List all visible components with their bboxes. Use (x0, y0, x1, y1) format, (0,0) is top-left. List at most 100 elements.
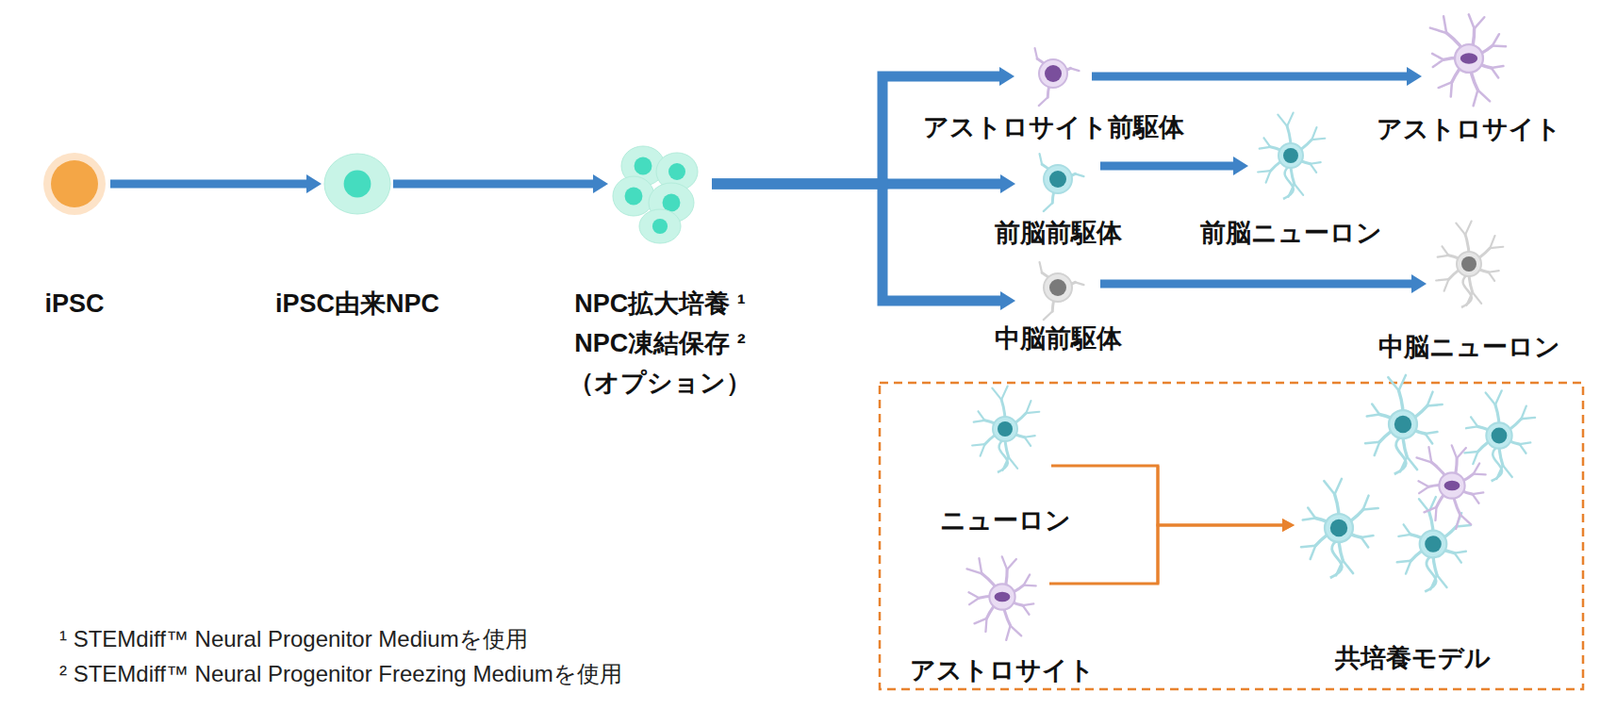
process (1361, 535, 1374, 538)
process (1435, 507, 1436, 521)
flow-arrow (1049, 525, 1283, 584)
node-label: iPSC (44, 286, 104, 321)
process (1468, 14, 1475, 29)
process (1023, 583, 1037, 587)
nucleus (1444, 480, 1461, 492)
astro-cell (1430, 14, 1506, 106)
process (1464, 451, 1478, 453)
process (1472, 292, 1482, 304)
node-label: 中脳前駆体 (994, 321, 1122, 356)
neuron-cell (972, 386, 1040, 473)
nucleus (1394, 415, 1412, 433)
nucleus (1283, 148, 1299, 164)
soma (1039, 59, 1068, 88)
node-label: 中脳ニューロン (1378, 329, 1561, 364)
process (972, 444, 985, 446)
cell-label: アストロサイト (909, 653, 1095, 688)
soma (1438, 472, 1465, 498)
process (1451, 445, 1457, 459)
axon (1330, 539, 1343, 578)
process (1417, 457, 1433, 462)
process (1473, 89, 1479, 106)
process (1006, 559, 1017, 570)
process (969, 597, 979, 605)
process (1502, 465, 1513, 478)
axon (1283, 164, 1294, 199)
process (967, 568, 983, 574)
process (1399, 375, 1406, 391)
process (1441, 246, 1449, 256)
cell-label: 中脳ニューロン (1378, 329, 1561, 364)
flow-arrow (1100, 162, 1234, 171)
npc-cell (639, 209, 681, 244)
process (1472, 492, 1485, 495)
coculture-frame (879, 382, 1584, 690)
npc-cell (324, 153, 391, 215)
cell-label: アストロサイト (1376, 112, 1562, 147)
process (1465, 221, 1471, 235)
soma (1419, 530, 1448, 559)
process (1025, 400, 1031, 413)
nucleus (1044, 65, 1062, 83)
flow-arrow (110, 180, 307, 189)
process (1024, 437, 1032, 446)
process (1310, 545, 1317, 560)
process (1489, 235, 1495, 248)
process (1489, 247, 1503, 248)
process (1425, 433, 1433, 444)
cell-label: NPC拡大培養 ¹ (568, 283, 752, 324)
soma (1454, 44, 1484, 73)
neuron-cell (1365, 375, 1443, 475)
soma (1043, 164, 1073, 194)
process (1436, 575, 1447, 588)
cell-node: アストロサイト (955, 551, 1050, 643)
process (1430, 28, 1447, 33)
process (1365, 442, 1380, 444)
cell-node: 中脳前駆体 (1015, 259, 1101, 316)
soma (1324, 513, 1353, 543)
nucleus (1460, 52, 1478, 65)
cell-node: ニューロン (958, 396, 1052, 480)
process (991, 388, 1002, 400)
npc-cell (612, 176, 655, 216)
process (1477, 89, 1490, 101)
cell-node: 共培養モデル (1294, 387, 1531, 603)
cell-node: iPSC (38, 148, 111, 220)
process (1519, 442, 1532, 445)
npc-nucleus (652, 218, 668, 234)
process (1024, 435, 1036, 438)
process (1311, 127, 1317, 140)
process (1266, 170, 1271, 183)
process (1303, 517, 1316, 520)
process (1342, 560, 1353, 575)
axon (1461, 273, 1472, 308)
process (1472, 451, 1478, 464)
prec-cell (1039, 153, 1085, 212)
process (1473, 472, 1486, 476)
process (1428, 446, 1432, 462)
cell-label: iPSC (44, 286, 104, 321)
process (1433, 59, 1444, 67)
nucleus (1491, 428, 1508, 445)
node-label: ニューロン (940, 503, 1072, 538)
node-label: 共培養モデル (1335, 641, 1491, 676)
process (1025, 412, 1040, 413)
nucleus (1424, 535, 1442, 553)
flow-arrow (1051, 465, 1283, 526)
flow-arrow (1091, 72, 1407, 82)
axon (1424, 554, 1436, 593)
process (1474, 16, 1485, 29)
ipsc-halo (43, 152, 106, 215)
process (1405, 560, 1411, 575)
process (1492, 33, 1500, 46)
process (1456, 525, 1471, 527)
process (1310, 164, 1318, 173)
process (1323, 480, 1335, 495)
cell-label: ニューロン (940, 503, 1072, 538)
process (1425, 431, 1438, 434)
process (1397, 560, 1412, 562)
process (1519, 444, 1527, 454)
ipsc-cell (50, 160, 99, 208)
process (1423, 507, 1436, 512)
process (1455, 223, 1466, 235)
